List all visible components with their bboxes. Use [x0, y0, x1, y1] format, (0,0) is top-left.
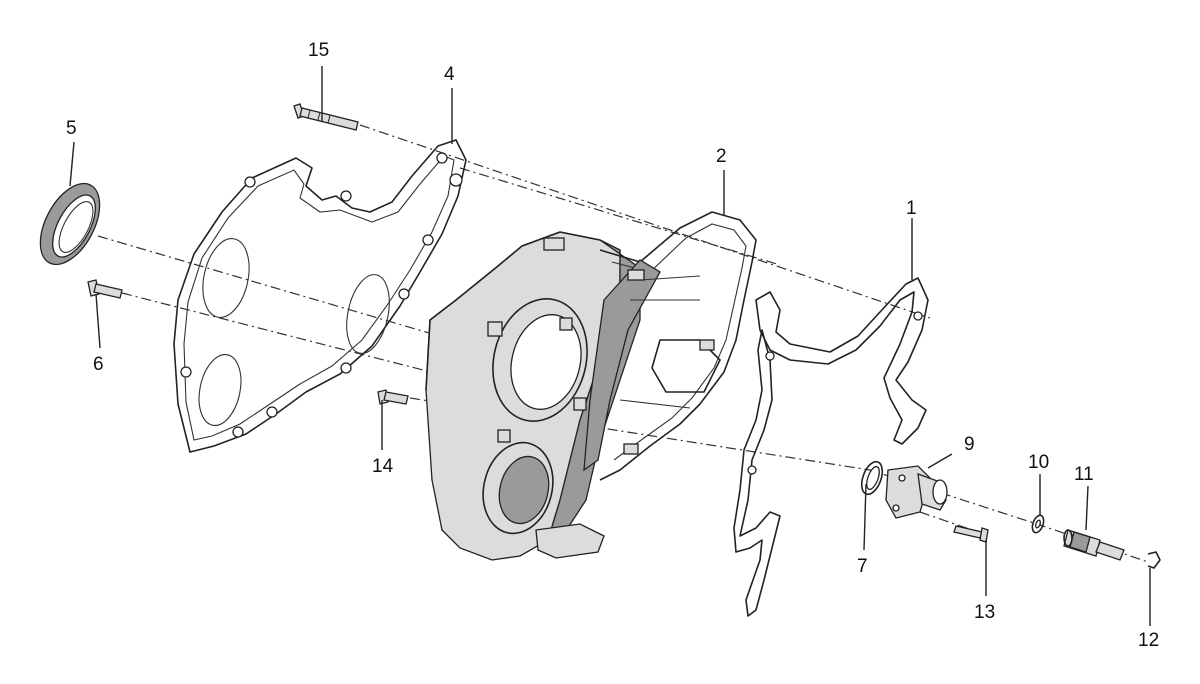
- callout-labels: 15 4 5 2 1 6 14 7 9 10 11 13 12: [66, 40, 1159, 651]
- part-10-washer: [1031, 514, 1045, 534]
- callout-6: 6: [93, 354, 104, 375]
- part-6-bolt: [87, 279, 123, 299]
- callout-10: 10: [1028, 452, 1049, 473]
- callout-2: 2: [716, 146, 727, 167]
- part-14-dowel: [377, 389, 409, 405]
- callout-4: 4: [444, 64, 455, 85]
- callout-7: 7: [857, 556, 868, 577]
- center-line-screw-13: [919, 511, 973, 531]
- callout-12: 12: [1138, 630, 1159, 651]
- callout-5: 5: [66, 118, 77, 139]
- part-5-seal-ring: [39, 182, 101, 266]
- part-12-clip: [1147, 551, 1161, 569]
- part-13-screw: [953, 525, 989, 543]
- part-7-o-ring: [860, 460, 884, 496]
- part-1-gasket: [733, 277, 929, 617]
- part-4-cover-plate: [173, 139, 467, 453]
- part-2-rear-frame: [583, 211, 757, 481]
- callout-9: 9: [964, 434, 975, 455]
- part-15-bolt: [293, 103, 359, 131]
- callout-1: 1: [906, 198, 917, 219]
- callout-11: 11: [1074, 464, 1094, 485]
- leader-lines: [69, 66, 1151, 626]
- center-line-gasket: [459, 167, 781, 266]
- assembly-center-lines: [97, 124, 1149, 563]
- callout-14: 14: [372, 456, 394, 477]
- part-11-sensor: [1063, 529, 1125, 561]
- center-line-bolt-6: [121, 292, 561, 406]
- center-line-seal-5: [97, 235, 471, 346]
- callout-13: 13: [974, 602, 995, 623]
- callout-15: 15: [308, 40, 329, 61]
- part-9-flange-housing: [885, 465, 948, 519]
- center-line-bolt-15: [359, 124, 931, 319]
